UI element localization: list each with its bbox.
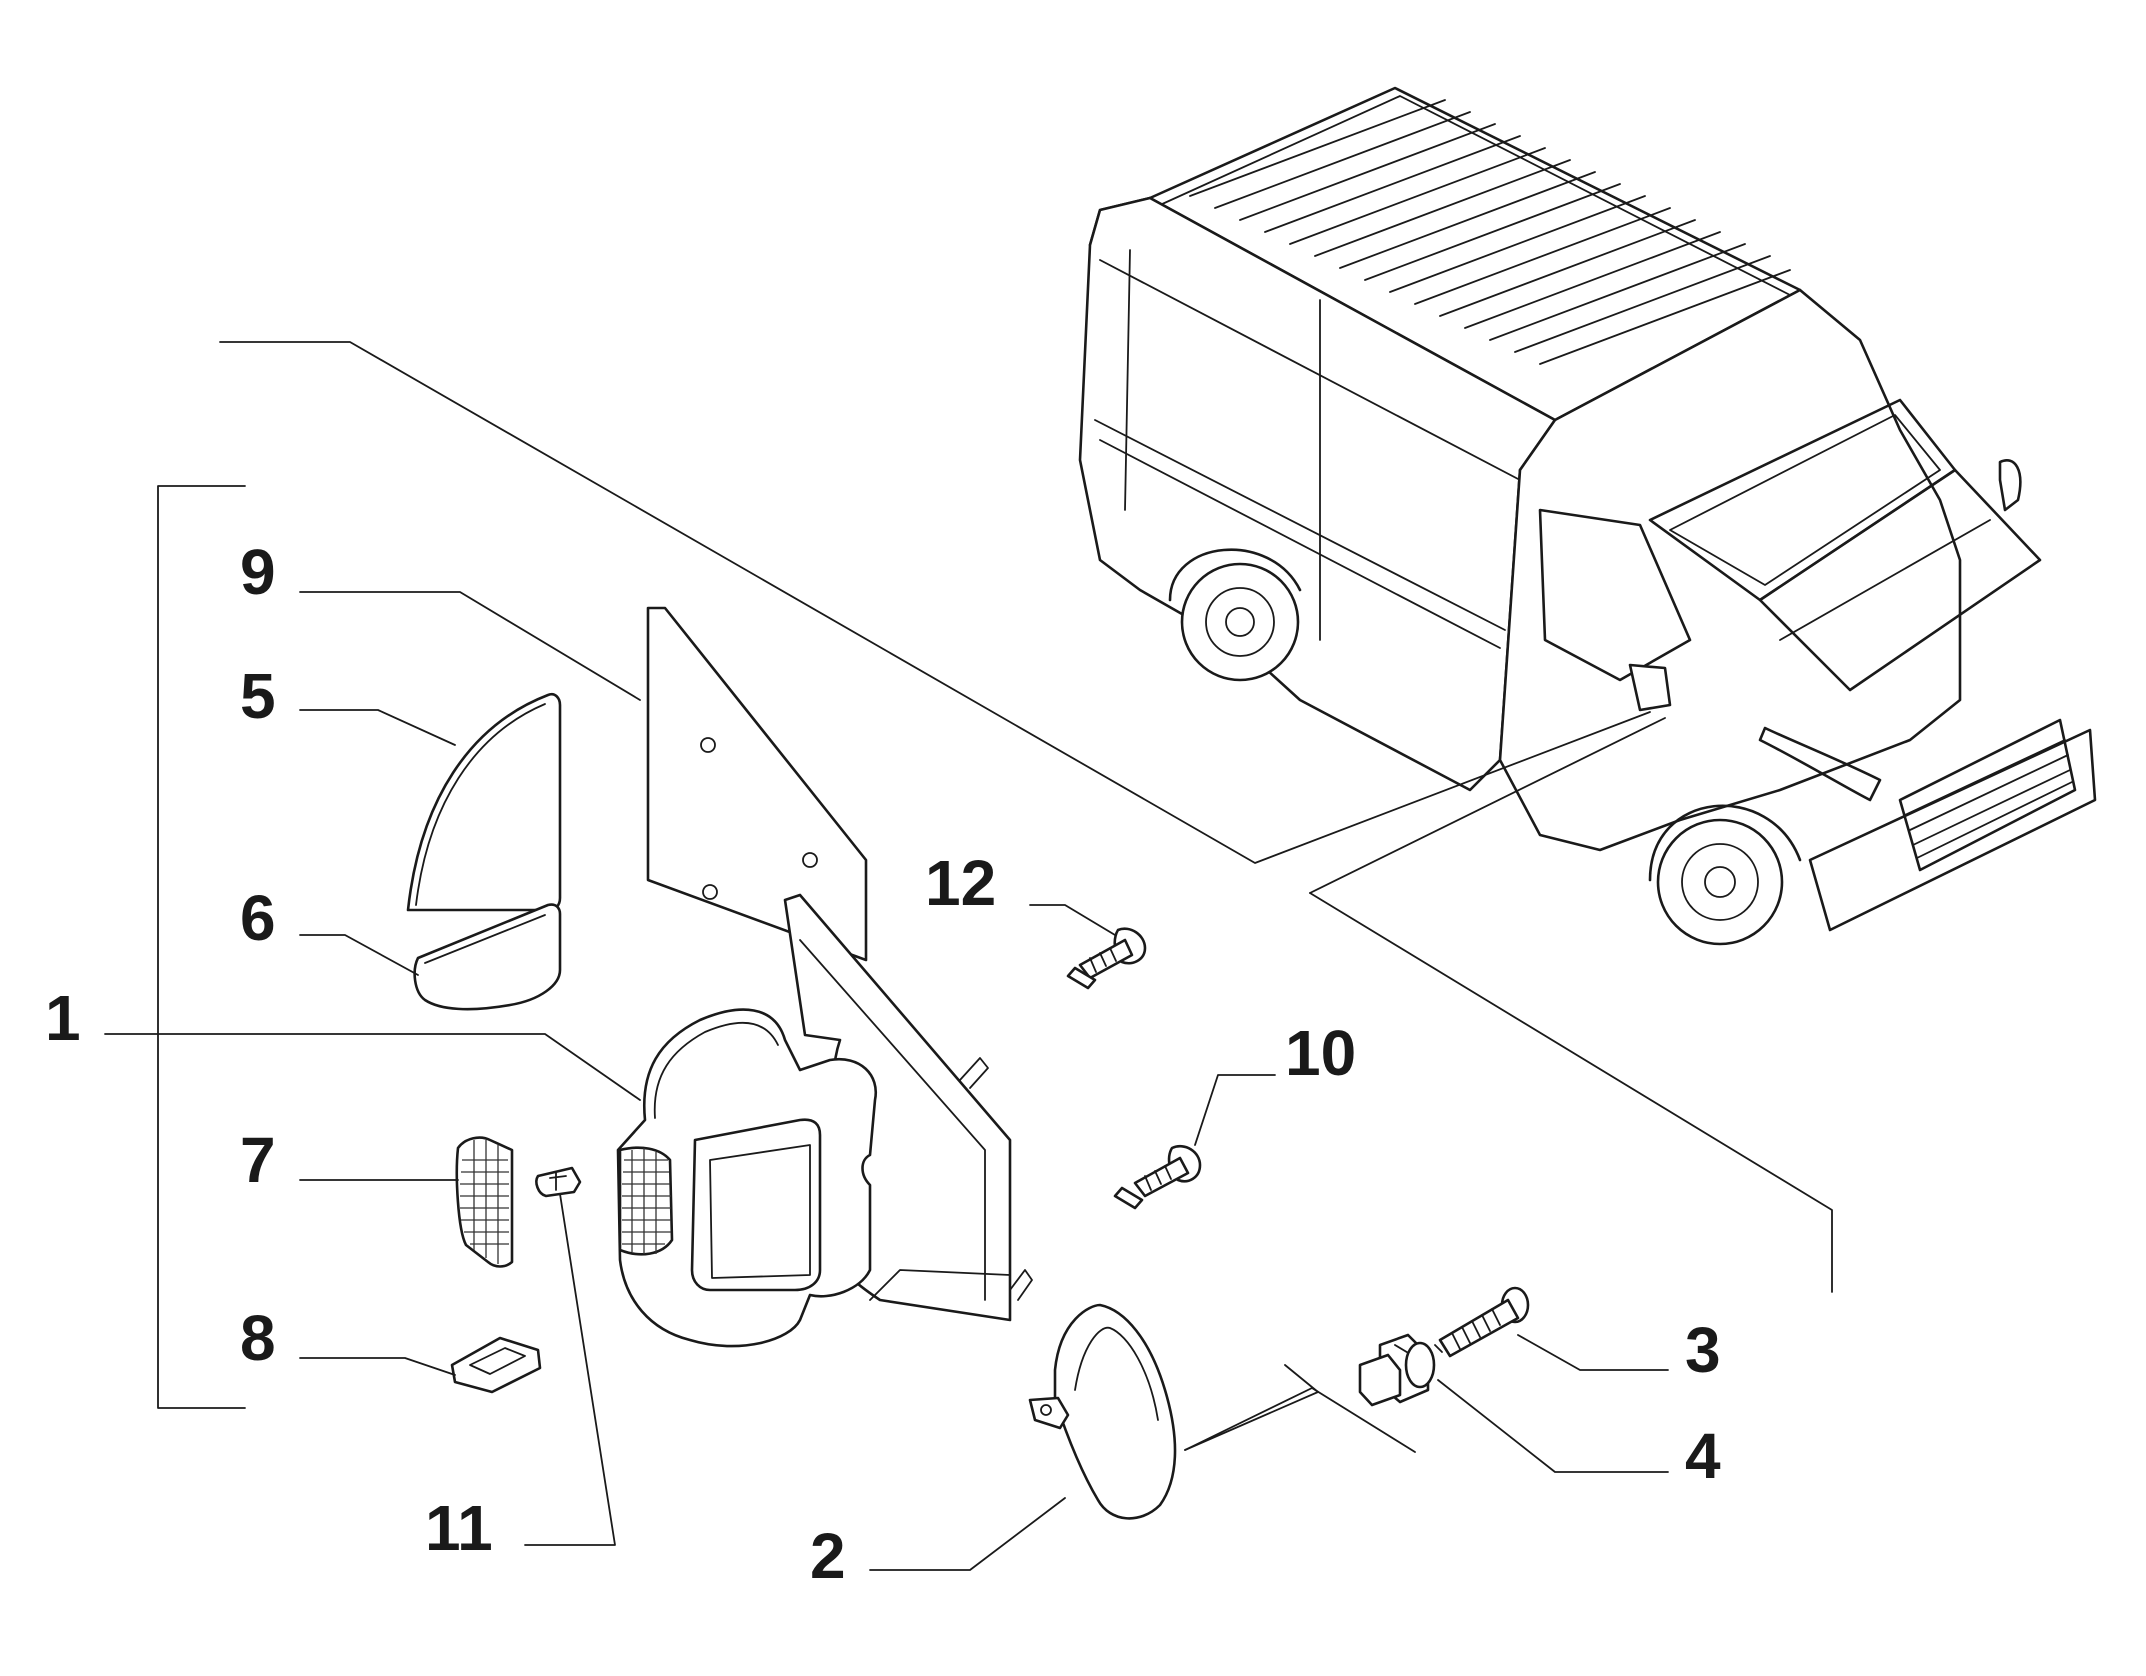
part-8-pad	[450, 1336, 542, 1394]
callout-numbers: 9 5 6 1 7 8 11 2 12 10 3 4	[45, 536, 1721, 1592]
van-illustration	[1078, 86, 2097, 946]
callout-4: 4	[1685, 1420, 1721, 1492]
part-6-mirror-glass-lower	[413, 903, 562, 1011]
callout-10: 10	[1285, 1017, 1356, 1089]
callout-12: 12	[925, 847, 996, 919]
callout-6: 6	[240, 882, 276, 954]
part-9-mounting-plate	[646, 606, 868, 962]
part-1-mirror-housing	[616, 893, 1033, 1348]
part-4-clip	[1358, 1333, 1436, 1407]
callout-leaders	[104, 591, 1669, 1571]
callout-3: 3	[1685, 1314, 1721, 1386]
part-11-bulb	[535, 1166, 582, 1198]
part-10-screw	[1113, 1144, 1202, 1210]
group-bracket	[157, 485, 246, 1409]
callout-7: 7	[240, 1124, 276, 1196]
callout-1: 1	[45, 982, 81, 1054]
callout-9: 9	[240, 536, 276, 608]
part-5-mirror-glass	[406, 692, 562, 912]
leader-lines	[219, 341, 1833, 1293]
part-7-indicator-lens	[455, 1136, 514, 1268]
part-12-screw	[1066, 927, 1147, 990]
callout-8: 8	[240, 1302, 276, 1374]
callout-11: 11	[425, 1492, 493, 1564]
callout-2: 2	[810, 1520, 846, 1592]
part-2-cover-cap	[1028, 1303, 1177, 1520]
part-3-screw	[1434, 1286, 1530, 1358]
callout-5: 5	[240, 660, 276, 732]
